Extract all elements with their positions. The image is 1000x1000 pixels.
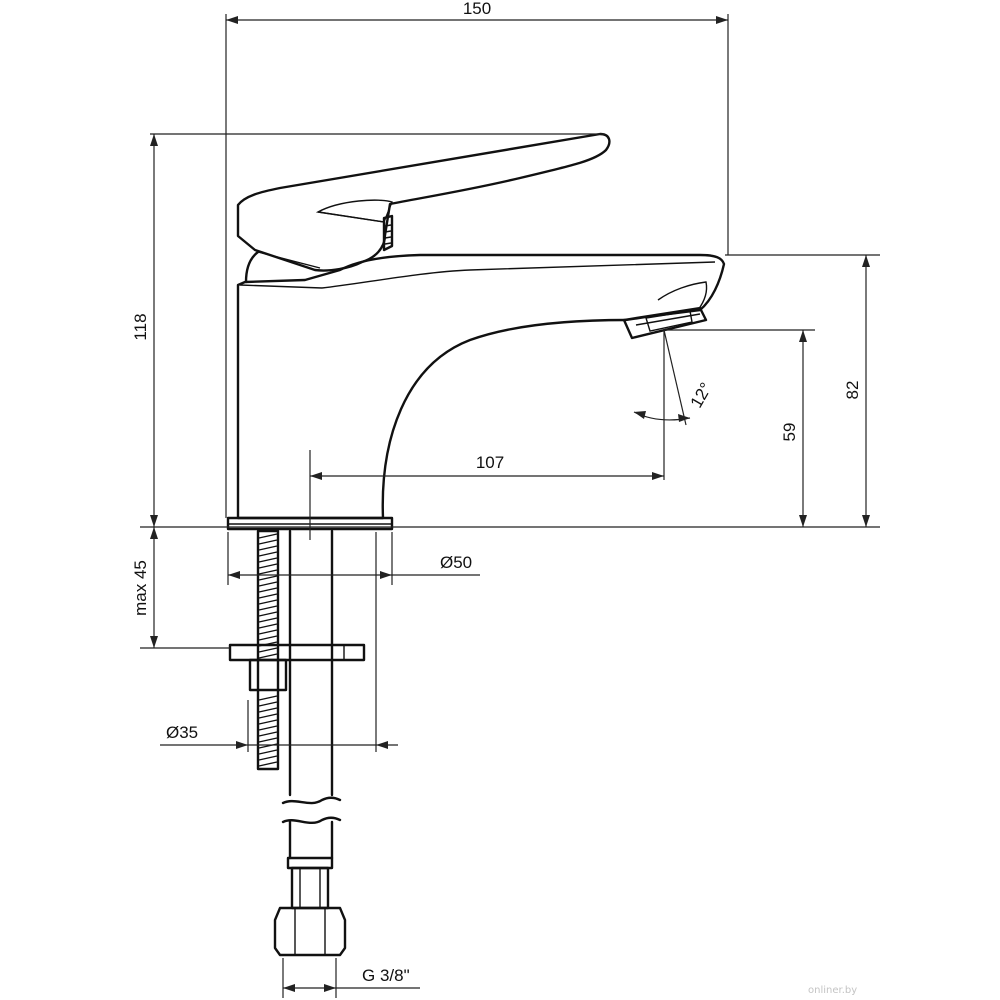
thread-line [258,581,278,587]
dim-connection-thread: G 3/8" [362,966,410,985]
thread-line [258,533,278,539]
thread-line [258,737,278,743]
dim-hole-diameter: Ø35 [166,723,198,742]
hose-nut [273,856,347,957]
dimension-arrows [150,16,870,992]
thread-line [258,719,278,725]
faucet-body [236,250,726,520]
thread-line [258,575,278,581]
thread-line [258,557,278,563]
watermark: onliner.by [808,985,857,996]
thread-line [258,551,278,557]
thread-line [258,647,278,653]
thread-line [258,611,278,617]
dim-spout-reach: 107 [476,453,504,472]
thread-line [258,761,278,767]
supply-hose [281,529,342,860]
thread-line [258,605,278,611]
fixing-plate [228,643,366,662]
thread-line [258,593,278,599]
thread-line [258,755,278,761]
aerator [622,306,708,340]
thread-line [258,617,278,623]
dim-aerator-height: 59 [780,423,799,442]
dim-width-overall: 150 [463,0,491,18]
dim-height-overall: 118 [131,313,150,340]
thread-line [258,725,278,731]
dim-spout-height: 82 [843,381,862,400]
thread-line [258,539,278,545]
thread-line [258,731,278,737]
dim-mount-thickness: max 45 [131,560,150,616]
thread-line [258,713,278,719]
thread-line [258,695,278,701]
thread-line [258,563,278,569]
thread-line [258,749,278,755]
thread-line [258,629,278,635]
thread-line [258,569,278,575]
thread-line [258,701,278,707]
thread-line [258,707,278,713]
thread-line [258,623,278,629]
threaded-stud [248,529,288,771]
dim-aerator-angle: 12° [687,379,716,411]
thread-line [258,599,278,605]
thread-line [258,545,278,551]
thread-line [258,635,278,641]
dimension-lines [140,14,880,998]
dim-base-diameter: Ø50 [440,553,472,572]
thread-line [258,653,278,659]
thread-line [258,587,278,593]
lever-handle [236,132,611,272]
thread-lines [258,533,278,767]
